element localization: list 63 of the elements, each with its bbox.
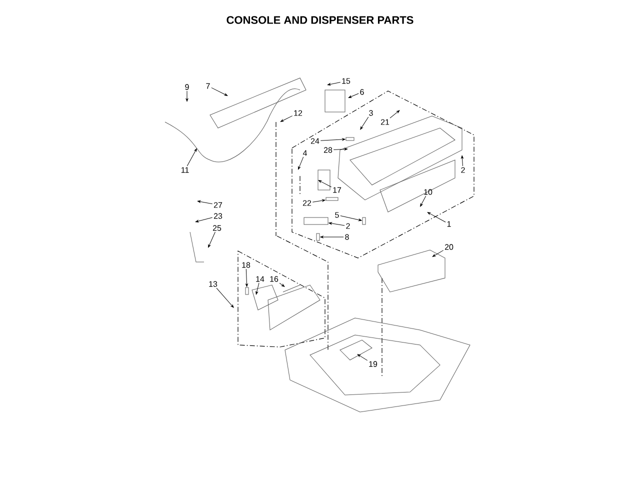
callout-number: 9 [185, 84, 189, 90]
callout-number: 18 [242, 262, 250, 268]
leader-line [357, 354, 368, 361]
leader-line [211, 87, 228, 96]
callout-number: 2 [461, 167, 465, 173]
callout-number: 15 [342, 78, 350, 84]
leader-line [420, 196, 426, 207]
leader-line [333, 148, 348, 150]
leader-line [390, 110, 400, 118]
callout-number: 13 [209, 281, 218, 287]
callout-number: 6 [360, 89, 364, 95]
leader-line [186, 90, 188, 102]
part-drawing [304, 217, 328, 225]
leader-line [318, 180, 332, 188]
callout-number: 19 [369, 361, 378, 367]
leader-line [320, 236, 344, 238]
leader-line [298, 156, 304, 170]
leader-line [427, 212, 446, 222]
callout-number: 24 [310, 138, 320, 144]
leader-line [256, 282, 260, 295]
callout-number: 16 [270, 276, 278, 282]
leader-line [328, 222, 345, 226]
leader-line [348, 93, 359, 98]
callout-number: 7 [206, 83, 210, 89]
callout-number: 17 [333, 187, 342, 193]
leader-line [340, 216, 362, 222]
callout-number: 14 [256, 276, 264, 282]
leader-line [327, 82, 341, 86]
leader-line [208, 232, 216, 248]
callout-number: 3 [369, 110, 373, 116]
leader-line [280, 116, 293, 122]
part-drawing [245, 287, 249, 295]
callout-number: 21 [380, 119, 390, 125]
leader-line [279, 282, 285, 287]
callout-number: 4 [302, 150, 307, 156]
part-drawing [362, 217, 366, 225]
callout-number: 25 [212, 225, 222, 231]
callout-number: 27 [214, 202, 222, 208]
part-drawing [346, 137, 354, 141]
callout-number: 11 [181, 167, 189, 173]
leader-line [246, 268, 248, 287]
callout-number: 12 [294, 110, 302, 116]
part-drawing [316, 233, 320, 241]
leader-line [195, 217, 213, 222]
leader-line [320, 138, 346, 141]
callout-number: 1 [447, 221, 451, 227]
leader-line [432, 250, 444, 257]
callout-number: 22 [302, 200, 312, 206]
leader-line [461, 155, 464, 166]
callout-number: 5 [335, 212, 339, 218]
leader-line [186, 148, 197, 166]
callout-number: 28 [324, 147, 332, 153]
leader-line [360, 116, 369, 130]
callout-number: 8 [345, 234, 349, 240]
leader-line [216, 288, 234, 308]
part-drawing [326, 197, 338, 201]
leader-line [197, 200, 213, 204]
title: CONSOLE AND DISPENSER PARTS [226, 16, 414, 24]
leader-line [312, 199, 326, 202]
callout-number: 2 [346, 223, 350, 229]
callout-number: 23 [214, 213, 222, 219]
callout-number: 20 [444, 244, 454, 250]
callout-number: 10 [424, 189, 432, 195]
